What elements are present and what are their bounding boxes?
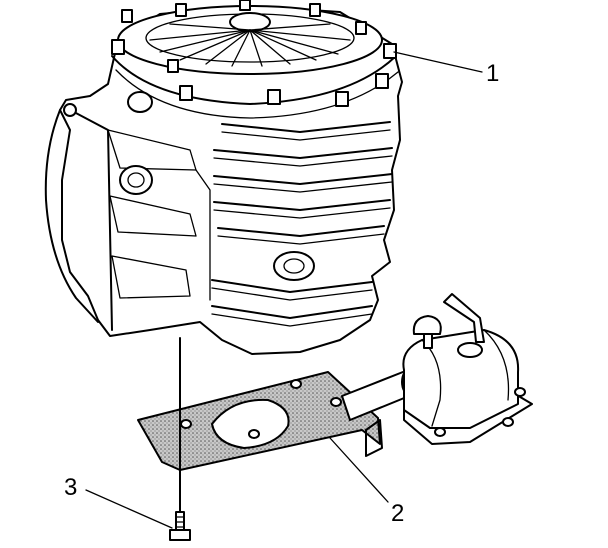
boss-top-left	[127, 91, 153, 113]
drain-plug	[273, 251, 315, 281]
bolt-icon	[167, 59, 179, 73]
bolt-icon	[175, 3, 187, 17]
bolt-icon	[335, 91, 349, 107]
bolt-icon	[309, 3, 321, 17]
callout-2: 2	[391, 500, 405, 527]
leader-line-1	[393, 51, 483, 73]
transfer-case-housing	[44, 0, 403, 355]
shift-actuator	[341, 293, 533, 445]
cover-bolts	[111, 0, 397, 107]
cooling-fins	[211, 121, 393, 327]
boss-upper	[119, 165, 153, 195]
vent-tube	[443, 293, 485, 343]
gasket-hole	[290, 379, 302, 389]
mount-stud	[63, 103, 77, 117]
bolt-icon	[383, 43, 397, 59]
bolt-icon	[239, 0, 251, 11]
bolt-icon	[267, 89, 281, 105]
wing-nut	[412, 315, 442, 335]
cover-ribs	[149, 23, 351, 67]
leader-line-3	[85, 489, 173, 529]
gasket-hole	[180, 419, 192, 429]
actuator-bolt	[434, 427, 446, 437]
bracket-bolt	[169, 337, 191, 541]
actuator-bolt	[514, 387, 526, 397]
cover-flange	[111, 55, 397, 105]
gasket-hole	[248, 429, 260, 439]
gasket-hole	[330, 397, 342, 407]
mounting-bracket-gasket	[137, 371, 383, 471]
actuator-bolt	[502, 417, 514, 427]
bolt-icon	[121, 9, 133, 23]
front-rim	[44, 109, 99, 323]
bolt-icon	[111, 39, 125, 55]
leader-line-2	[329, 437, 389, 503]
bolt-icon	[355, 21, 367, 35]
bolt-icon	[179, 85, 193, 101]
callout-3: 3	[64, 474, 78, 501]
bolt-icon	[375, 73, 389, 89]
gasket-bore	[211, 398, 290, 449]
callout-1: 1	[486, 60, 500, 87]
